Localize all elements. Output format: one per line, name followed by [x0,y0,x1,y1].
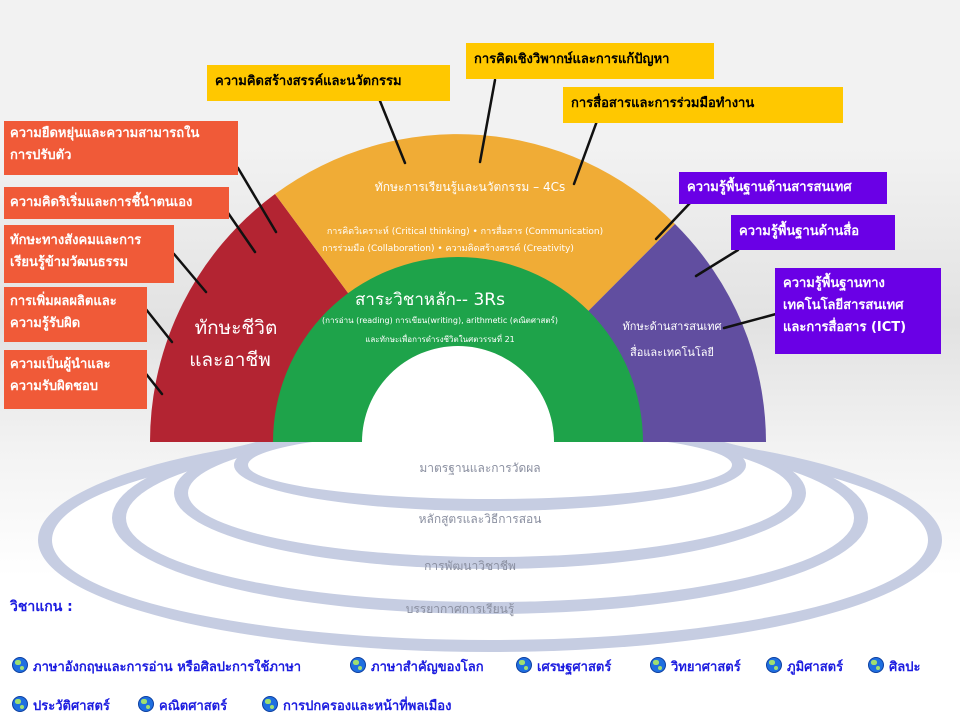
yellow-segment-title: ทักษะการเรียนรู้และนวัตกรรม – 4Cs [375,180,565,195]
label-initiative-line1: ความคิดริเริ่มและการชี้นำตนเอง [10,195,193,210]
arch [149,134,766,442]
label-leadership-line2: ความรับผิดชอบ [10,379,99,394]
connector-purple-3 [722,312,778,330]
ring-label-3: การพัฒนาวิชาชีพ [424,559,516,573]
connector-red-4 [143,306,174,344]
subject-science: วิทยาศาสตร์ [650,656,741,677]
subject-arts: ศิลปะ [868,656,920,677]
label-flexibility-line2: การปรับตัว [10,148,72,163]
label-social-skills-line2: เรียนรู้ข้ามวัฒนธรรม [10,255,129,270]
connector-yellow-3 [572,119,599,186]
label-social-skills-line1: ทักษะทางสังคมและการ [10,233,142,248]
subject-label: เศรษฐศาสตร์ [537,660,612,675]
green-segment-line1: (การอ่าน (reading) การเขียน(writing), ar… [322,315,558,325]
red-segment-title-1: ทักษะชีวิต [195,317,278,339]
subject-label: ภูมิศาสตร์ [787,660,844,675]
label-critical-thinking-line1: การคิดเชิงวิพากษ์และการแก้ปัญหา [474,52,670,67]
connector-purple-1 [654,201,692,241]
subject-label: ภาษาอังกฤษและการอ่าน หรือศิลปะการใช้ภาษา [33,660,302,675]
subject-world-languages: ภาษาสำคัญของโลก [350,656,484,677]
subject-label: ภาษาสำคัญของโลก [371,660,484,675]
connector-yellow-1 [378,99,407,165]
label-leadership-line1: ความเป็นผู้นำและ [10,357,111,372]
yellow-segment-line2: การร่วมมือ (Collaboration) • ความคิดสร้า… [322,242,574,254]
globe-icon [350,657,366,673]
connector-red-1 [236,166,278,234]
connector-red-3 [172,252,208,294]
globe-icon [262,696,278,712]
subject-geography: ภูมิศาสตร์ [766,656,843,677]
label-leadership: ความเป็นผู้นำและ ความรับผิดชอบ [4,350,147,409]
green-segment-line2: และทักษะเพื่อการดำรงชีวิตในศตวรรษที่ 21 [365,333,515,344]
label-information-literacy: ความรู้พื้นฐานด้านสารสนเทศ [679,172,887,204]
ring-label-4: บรรยากาศการเรียนรู้ [406,602,515,617]
subject-civics: การปกครองและหน้าที่พลเมือง [262,695,451,716]
label-productivity-line2: ความรู้รับผิด [10,316,81,331]
label-communication: การสื่อสารและการร่วมมือทำงาน [563,87,843,123]
subject-label: การปกครองและหน้าที่พลเมือง [283,699,452,714]
label-initiative: ความคิดริเริ่มและการชี้นำตนเอง [4,187,229,219]
subject-label: วิทยาศาสตร์ [671,660,741,675]
label-ict-literacy-line3: และการสื่อสาร (ICT) [783,320,907,335]
label-communication-line1: การสื่อสารและการร่วมมือทำงาน [571,96,755,111]
purple-segment-line2: สื่อและเทคโนโลยี [630,344,714,359]
globe-icon [138,696,154,712]
label-media-literacy-line1: ความรู้พื้นฐานด้านสื่อ [739,224,860,239]
label-flexibility: ความยืดหยุ่นและความสามารถใน การปรับตัว [4,121,238,175]
connector-lines [141,78,778,396]
label-productivity-line1: การเพิ่มผลผลิตและ [10,294,117,309]
ring-label-2: หลักสูตรและวิธีการสอน [419,512,542,527]
label-ict-literacy-line2: เทคโนโลยีสารสนเทศ [783,298,904,313]
core-subjects-title: วิชาแกน : [10,599,73,615]
rings: มาตรฐานและการวัดผล หลักสูตรและวิธีการสอน… [38,417,942,652]
globe-icon [650,657,666,673]
subject-label: ศิลปะ [889,660,921,675]
label-ict-literacy: ความรู้พื้นฐานทาง เทคโนโลยีสารสนเทศ และก… [775,268,941,354]
connector-red-2 [224,208,257,254]
subject-mathematics: คณิตศาสตร์ [138,695,227,716]
globe-icon [868,657,884,673]
label-social-skills: ทักษะทางสังคมและการ เรียนรู้ข้ามวัฒนธรรม [4,225,174,283]
label-creativity: ความคิดสร้างสรรค์และนวัตกรรม [207,65,450,101]
globe-icon [766,657,782,673]
label-information-literacy-line1: ความรู้พื้นฐานด้านสารสนเทศ [687,180,852,195]
connector-purple-2 [694,248,740,278]
subject-label: คณิตศาสตร์ [159,699,228,714]
purple-segment-line1: ทักษะด้านสารสนเทศ [623,320,722,333]
segment-texts: ทักษะชีวิต และอาชีพ ทักษะการเรียนรู้และน… [189,180,721,371]
label-creativity-line1: ความคิดสร้างสรรค์และนวัตกรรม [215,74,402,89]
label-critical-thinking: การคิดเชิงวิพากษ์และการแก้ปัญหา [466,43,714,79]
subject-economics: เศรษฐศาสตร์ [516,656,611,677]
label-media-literacy: ความรู้พื้นฐานด้านสื่อ [731,215,895,250]
yellow-segment-line1: การคิดวิเคราะห์ (Critical thinking) • กา… [327,224,603,237]
arch-hole [362,346,554,442]
label-ict-literacy-line1: ความรู้พื้นฐานทาง [783,276,885,291]
red-segment-title-2: และอาชีพ [189,349,271,371]
connector-yellow-2 [478,78,497,164]
label-productivity: การเพิ่มผลผลิตและ ความรู้รับผิด [4,287,147,342]
subject-label: ประวัติศาสตร์ [33,699,110,714]
subject-english: ภาษาอังกฤษและการอ่าน หรือศิลปะการใช้ภาษา [12,656,301,677]
globe-icon [12,696,28,712]
ring-label-1: มาตรฐานและการวัดผล [419,461,540,475]
globe-icon [516,657,532,673]
label-flexibility-line1: ความยืดหยุ่นและความสามารถใน [10,126,200,141]
globe-icon [12,657,28,673]
subject-history: ประวัติศาสตร์ [12,695,110,716]
green-segment-title: สาระวิชาหลัก-- 3Rs [355,290,505,310]
